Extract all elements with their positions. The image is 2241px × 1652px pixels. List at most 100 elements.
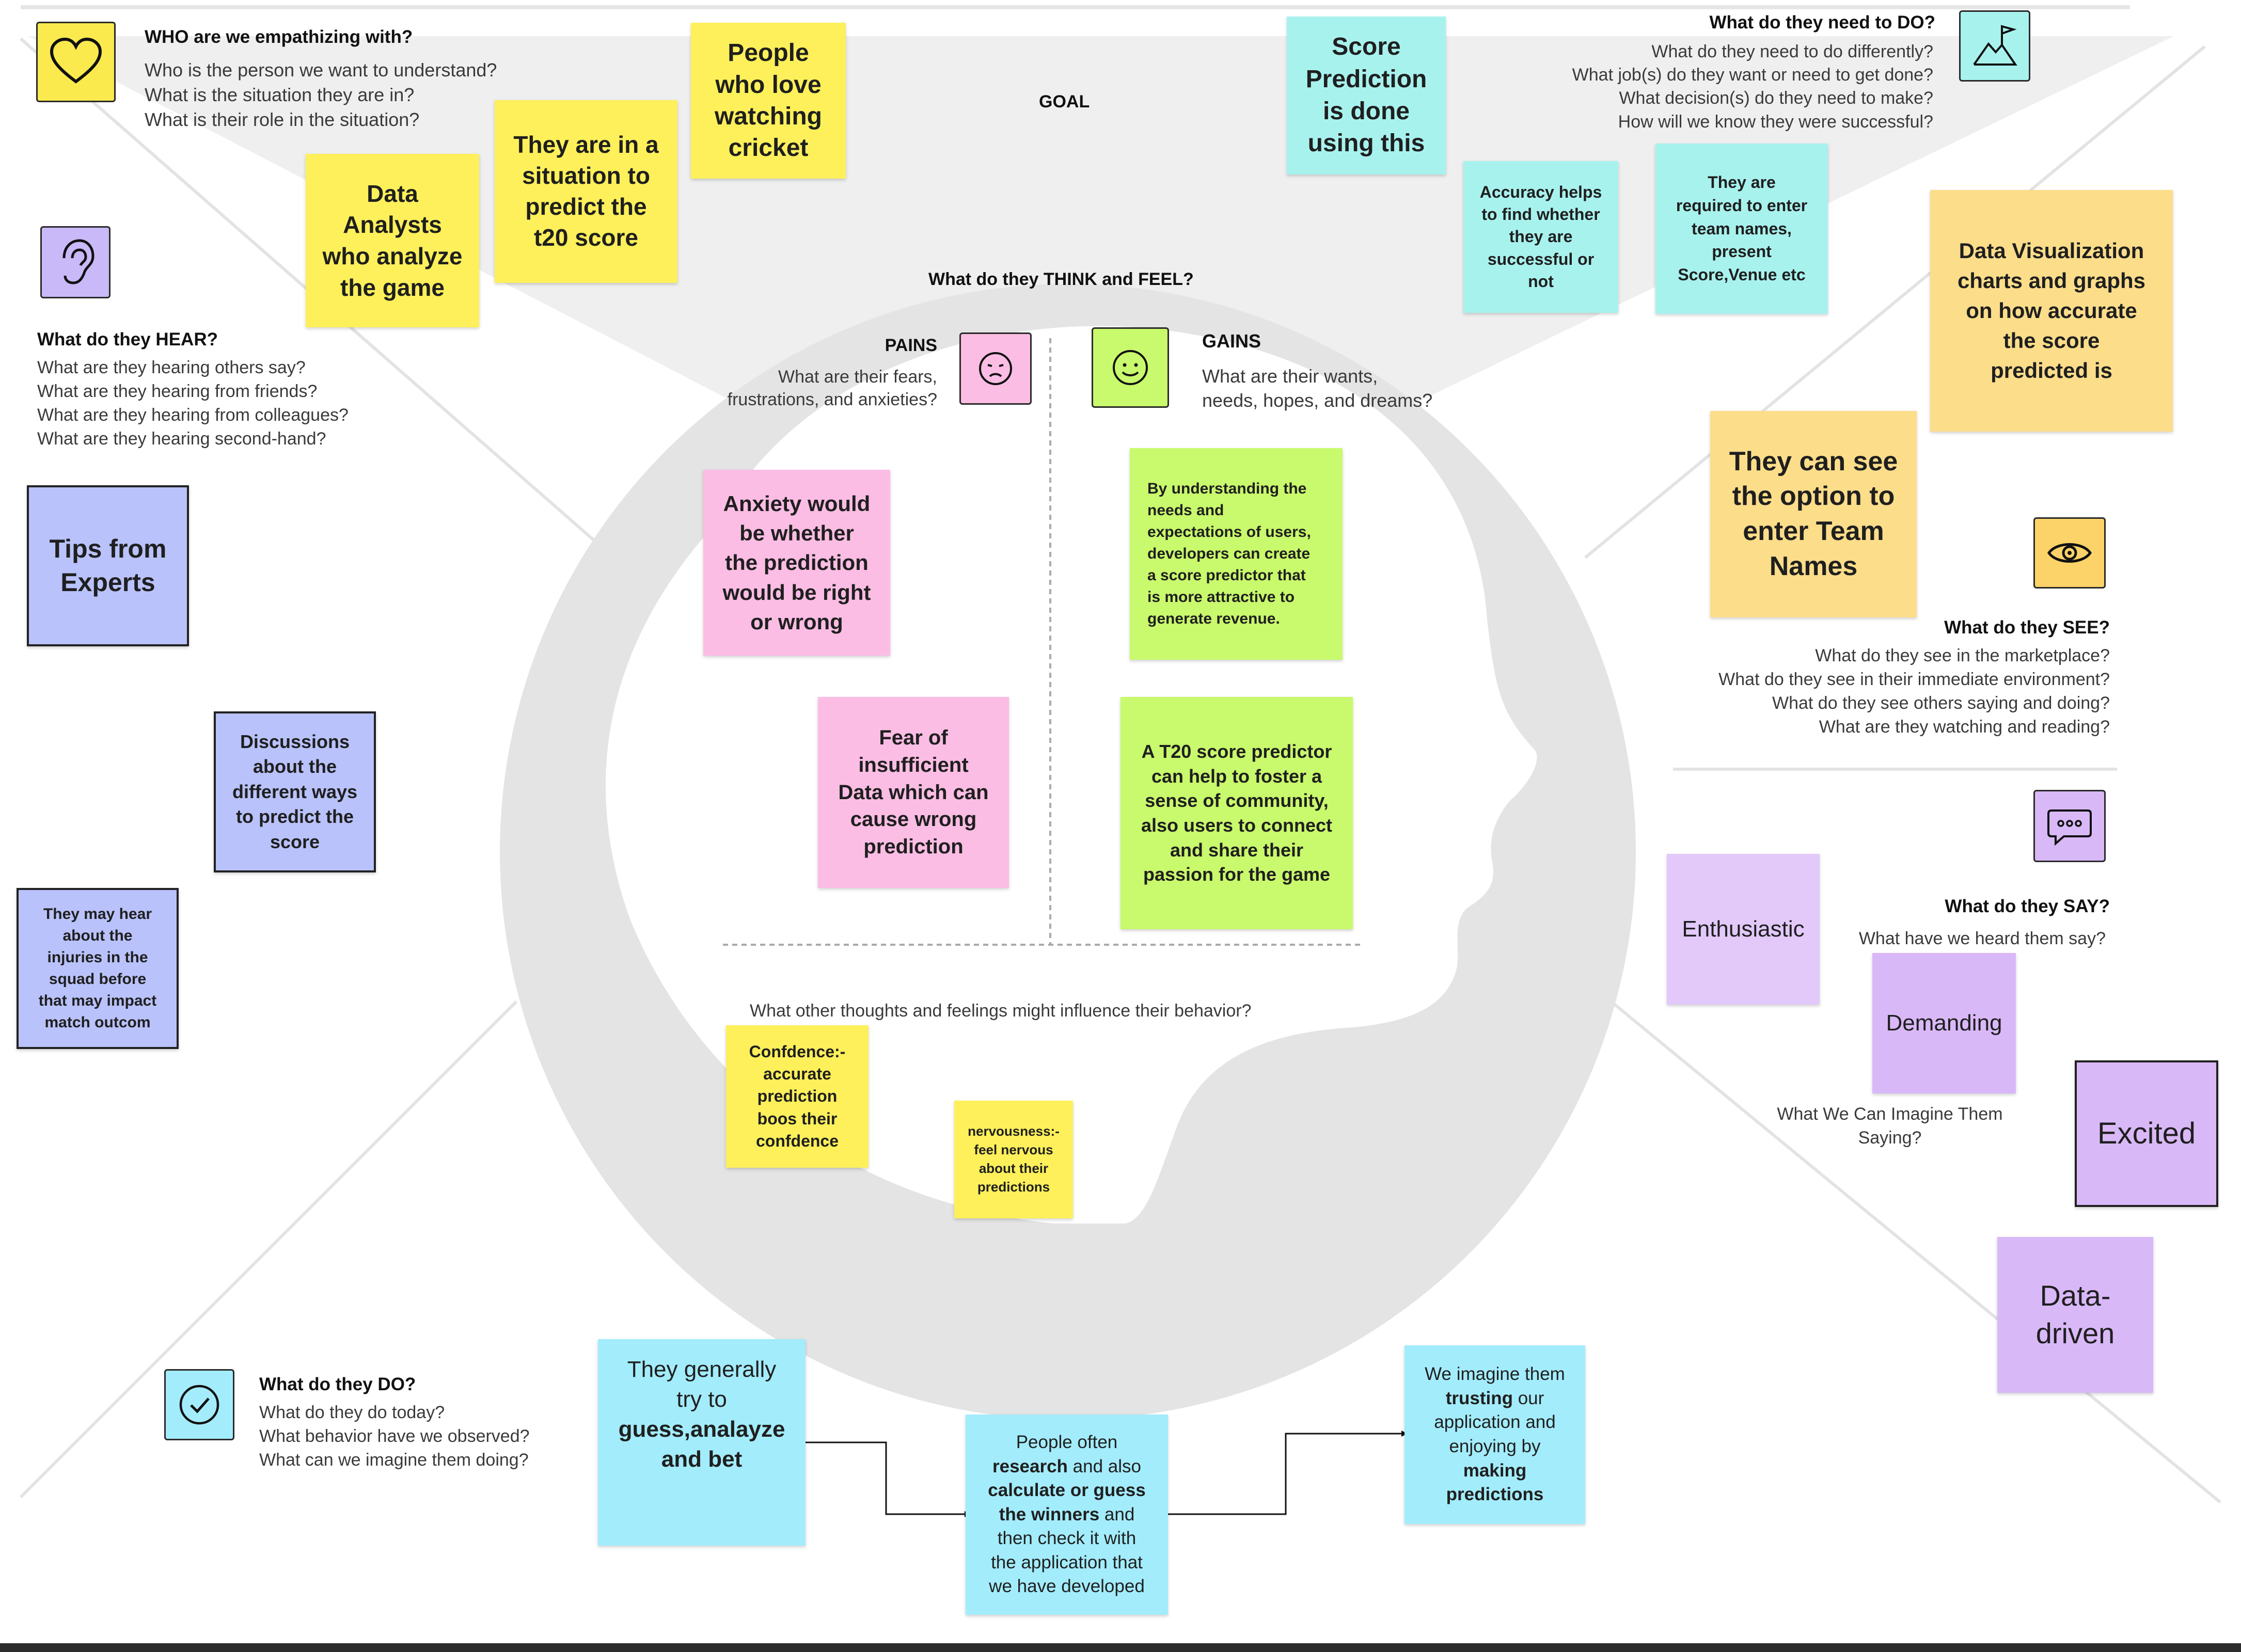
note-line: predictions <box>1446 1484 1544 1505</box>
note-line: to find whether <box>1481 205 1600 224</box>
note-line: Data- <box>2040 1279 2111 1312</box>
note-line: predicted is <box>1991 358 2112 383</box>
note-line: can help to foster a <box>1151 765 1322 787</box>
heart-icon <box>50 37 102 84</box>
note-line: application and <box>1434 1412 1556 1433</box>
other-thoughts-question: What other thoughts and feelings might i… <box>750 1001 1252 1021</box>
need-to-do-title: What do they need to DO? <box>1709 12 1935 33</box>
need-to-do-question: What job(s) do they want or need to get … <box>1572 65 1933 85</box>
hear-question: What are they hearing from colleagues? <box>37 405 349 425</box>
sticky-note-guess-analyze[interactable]: They generally try to guess,analayze and… <box>598 1339 806 1546</box>
see-question: What do they see in the marketplace? <box>1815 646 2110 665</box>
note-line: Fear of <box>879 726 948 749</box>
note-emphasis: research <box>992 1456 1068 1476</box>
say-imagine-line: What We Can Imagine Them <box>1777 1104 2003 1124</box>
note-line: Confdence:- <box>749 1042 846 1061</box>
note-line: Discussions <box>240 730 350 752</box>
note-line: Score,Venue etc <box>1678 265 1806 284</box>
sticky-note-gain-developers[interactable]: By understanding the needs and expectation… <box>1130 448 1343 660</box>
note-line: a score predictor that <box>1147 567 1306 584</box>
ear-icon-box <box>40 226 111 298</box>
note-line: match outcom <box>44 1014 151 1031</box>
note-line: research and also <box>988 1455 1145 1479</box>
note-line: we have developed <box>989 1576 1145 1597</box>
note-line: Prediction <box>1305 65 1427 93</box>
do-question: What behavior have we observed? <box>259 1426 530 1446</box>
note-line: expectations of users, <box>1147 523 1311 541</box>
sticky-note-research[interactable]: People often research and also calculate… <box>966 1415 1168 1615</box>
note-line: Excited <box>2097 1117 2196 1151</box>
note-line: needs and <box>1147 502 1224 519</box>
note-line: on how accurate <box>1966 298 2137 323</box>
note-line: They are in a <box>513 131 659 158</box>
note-line: Anxiety would <box>723 491 871 516</box>
note-line: By understanding the <box>1147 480 1307 497</box>
who-question: Who is the person we want to understand? <box>145 59 497 81</box>
note-line: situation to <box>522 162 650 189</box>
note-line: using this <box>1307 130 1425 157</box>
note-line: trusting our <box>1425 1387 1565 1411</box>
note-line: We imagine them <box>1425 1364 1565 1385</box>
note-line: accurate <box>763 1065 831 1084</box>
note-text: and also <box>1067 1456 1141 1476</box>
happy-face-icon-box <box>1092 327 1169 408</box>
note-line: Experts <box>60 568 155 597</box>
need-to-do-question: What do they need to do differently? <box>1651 42 1933 61</box>
note-line: They generally <box>627 1357 777 1382</box>
sad-face-icon <box>979 352 1012 385</box>
sad-face-icon-box <box>959 332 1032 405</box>
eye-icon <box>2047 543 2092 563</box>
think-feel-title: What do they THINK and FEEL? <box>928 269 1194 289</box>
note-line: A T20 score predictor <box>1141 741 1332 763</box>
note-line: team names, <box>1692 219 1792 238</box>
diagonal-bottom-left <box>19 1000 518 1499</box>
note-line: They can see <box>1729 446 1898 476</box>
note-line: People <box>728 39 809 67</box>
sticky-note-data-driven[interactable]: Data-driven <box>1997 1237 2153 1393</box>
sticky-note-excited[interactable]: Excited <box>2075 1060 2218 1207</box>
sticky-note-demanding[interactable]: Demanding <box>1872 953 2016 1093</box>
gains-title: GAINS <box>1202 330 1261 352</box>
checkmark-icon <box>179 1385 219 1425</box>
sticky-note-trusting[interactable]: We imagine them trusting our application… <box>1404 1345 1585 1524</box>
note-line: passion for the game <box>1143 864 1331 885</box>
pains-questions: What are their fears, frustrations, and … <box>728 366 937 411</box>
note-line: score <box>270 831 320 852</box>
say-title: What do they SAY? <box>1945 896 2110 916</box>
note-line: about the <box>253 756 337 777</box>
note-line: developers can create <box>1147 545 1311 562</box>
do-question: What do they do today? <box>259 1403 445 1422</box>
note-line: the prediction <box>725 550 869 575</box>
say-imagine-question: What We Can Imagine Them Saying? <box>1745 1103 2034 1150</box>
note-line: the application that <box>991 1552 1143 1572</box>
happy-face-icon <box>1113 350 1148 385</box>
note-line: Score <box>1332 33 1401 61</box>
note-line: be whether <box>739 521 854 546</box>
note-line: squad before <box>49 971 147 988</box>
hear-question: What are they hearing second-hand? <box>37 428 326 449</box>
note-line: that may impact <box>38 992 157 1009</box>
do-title: What do they DO? <box>259 1374 416 1394</box>
note-line: or wrong <box>750 609 843 634</box>
note-text: our <box>1512 1388 1544 1408</box>
sticky-note-enthusiastic[interactable]: Enthusiastic <box>1667 854 1820 1005</box>
note-line: enjoying by <box>1449 1436 1541 1456</box>
hear-questions: What are they hearing others say? What a… <box>37 356 349 451</box>
